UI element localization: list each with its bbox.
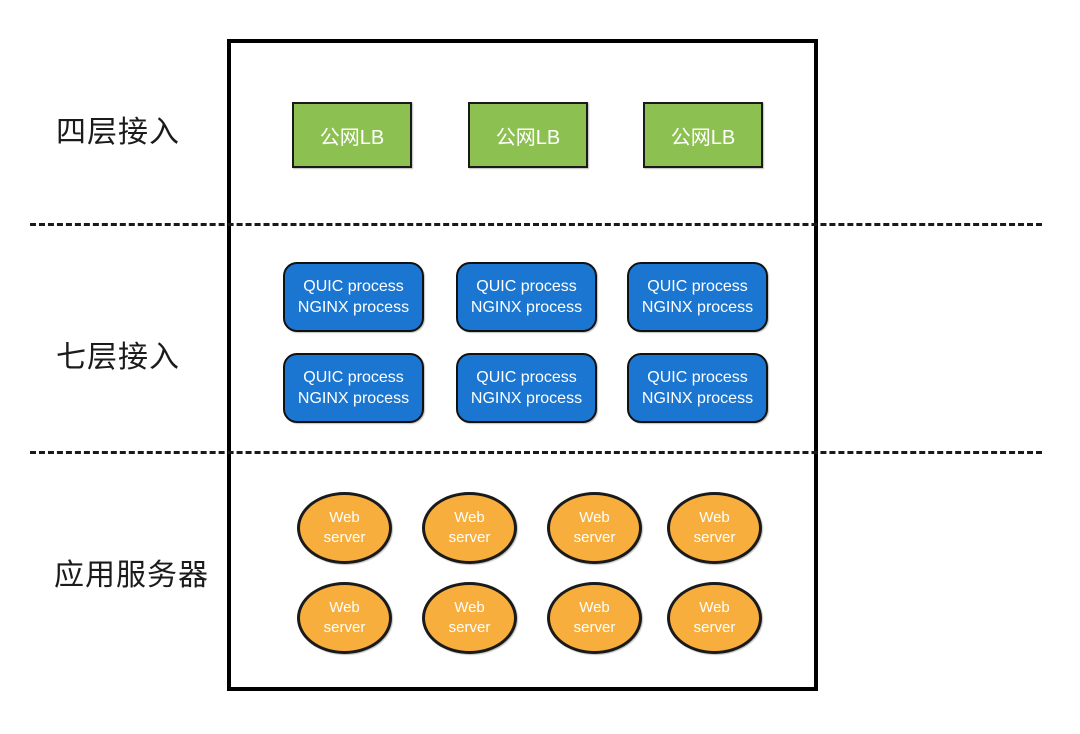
proxy-node-line1: QUIC process <box>303 278 404 295</box>
proxy-node: QUIC process NGINX process <box>627 262 768 332</box>
proxy-node-line1: QUIC process <box>476 278 577 295</box>
layer-divider-bottom <box>30 451 1042 454</box>
web-server-line2: server <box>573 529 616 546</box>
web-server-node: Web server <box>547 492 642 564</box>
layer-label-l4: 四层接入 <box>56 116 180 149</box>
proxy-node-line1: QUIC process <box>476 369 577 386</box>
web-server-line1: Web <box>454 599 485 616</box>
web-server-line1: Web <box>579 509 610 526</box>
web-server-node: Web server <box>297 582 392 654</box>
proxy-node-line2: NGINX process <box>641 299 754 316</box>
web-server-node: Web server <box>547 582 642 654</box>
proxy-node-line2: NGINX process <box>297 299 410 316</box>
cluster-border-box <box>227 39 818 691</box>
proxy-node: QUIC process NGINX process <box>283 353 424 423</box>
web-server-node: Web server <box>422 492 517 564</box>
proxy-node: QUIC process NGINX process <box>456 262 597 332</box>
web-server-line2: server <box>448 529 491 546</box>
web-server-line1: Web <box>699 509 730 526</box>
public-lb-node: 公网LB <box>292 102 412 168</box>
web-server-line1: Web <box>329 509 360 526</box>
proxy-node-line2: NGINX process <box>470 299 583 316</box>
proxy-node-line1: QUIC process <box>647 369 748 386</box>
web-server-node: Web server <box>297 492 392 564</box>
proxy-node: QUIC process NGINX process <box>456 353 597 423</box>
web-server-line2: server <box>693 619 736 636</box>
public-lb-node: 公网LB <box>468 102 588 168</box>
web-server-node: Web server <box>422 582 517 654</box>
web-server-node: Web server <box>667 492 762 564</box>
web-server-line2: server <box>573 619 616 636</box>
layer-label-app-servers: 应用服务器 <box>54 559 209 592</box>
proxy-node: QUIC process NGINX process <box>627 353 768 423</box>
proxy-node-line1: QUIC process <box>647 278 748 295</box>
web-server-line2: server <box>448 619 491 636</box>
proxy-node-line2: NGINX process <box>641 390 754 407</box>
layer-label-l7: 七层接入 <box>56 341 180 374</box>
proxy-node-line1: QUIC process <box>303 369 404 386</box>
public-lb-node: 公网LB <box>643 102 763 168</box>
web-server-line1: Web <box>579 599 610 616</box>
proxy-node-line2: NGINX process <box>470 390 583 407</box>
proxy-node: QUIC process NGINX process <box>283 262 424 332</box>
web-server-line2: server <box>693 529 736 546</box>
web-server-line1: Web <box>699 599 730 616</box>
web-server-line2: server <box>323 529 366 546</box>
web-server-node: Web server <box>667 582 762 654</box>
web-server-line1: Web <box>329 599 360 616</box>
web-server-line1: Web <box>454 509 485 526</box>
proxy-node-line2: NGINX process <box>297 390 410 407</box>
layer-divider-top <box>30 223 1042 226</box>
web-server-line2: server <box>323 619 366 636</box>
